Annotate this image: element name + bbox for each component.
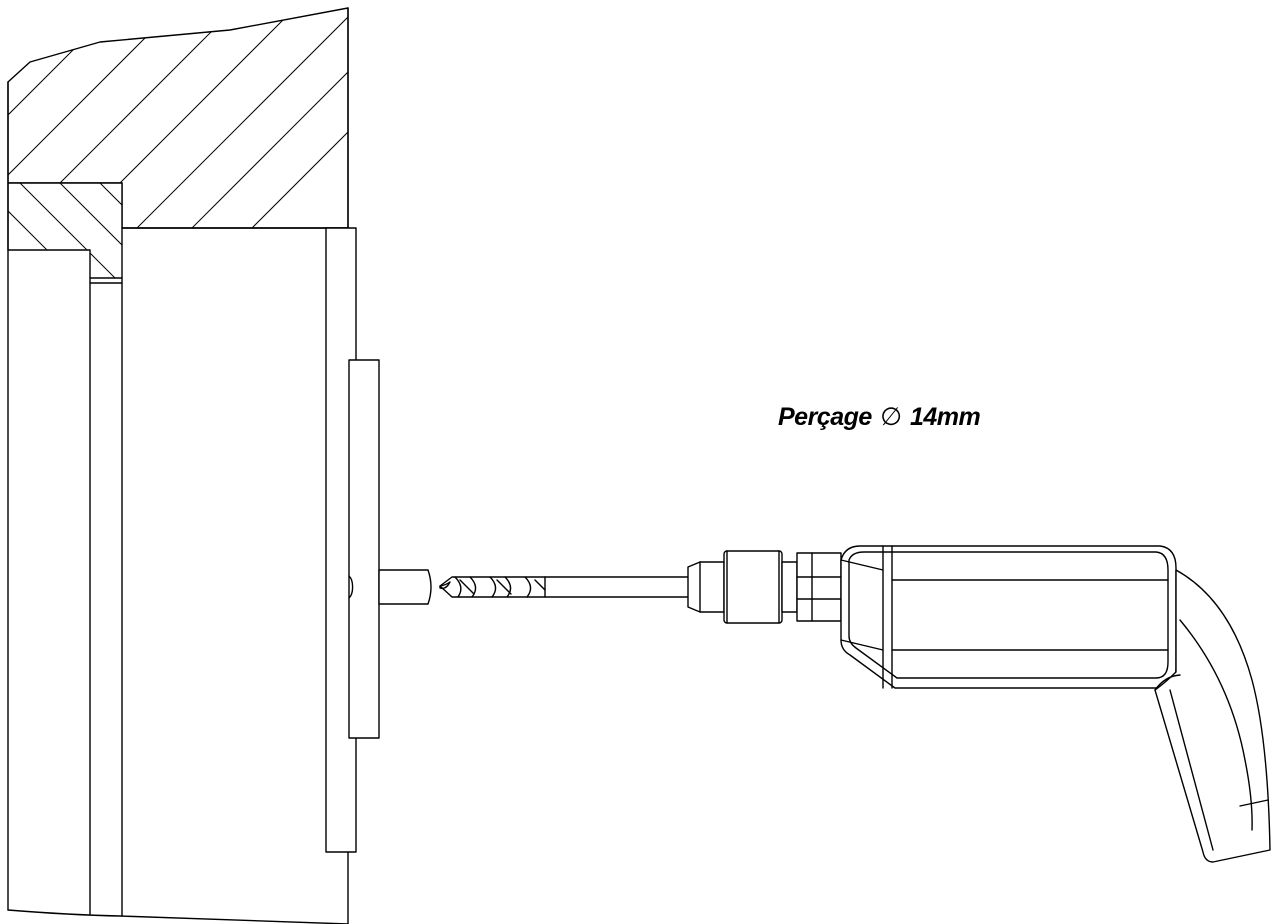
drill-chuck — [687, 550, 842, 624]
boss-stub — [378, 569, 432, 605]
housing — [7, 7, 349, 924]
operation-label: Perçage — [778, 403, 872, 431]
drill-bit — [439, 576, 689, 598]
diameter-symbol: ∅ — [880, 402, 902, 431]
flange — [348, 359, 380, 739]
drill-body — [840, 545, 1177, 689]
drill-handle — [1154, 569, 1271, 863]
drilling-label: Perçage ∅ 14mm — [778, 402, 981, 431]
diameter-value: 14mm — [909, 403, 981, 431]
